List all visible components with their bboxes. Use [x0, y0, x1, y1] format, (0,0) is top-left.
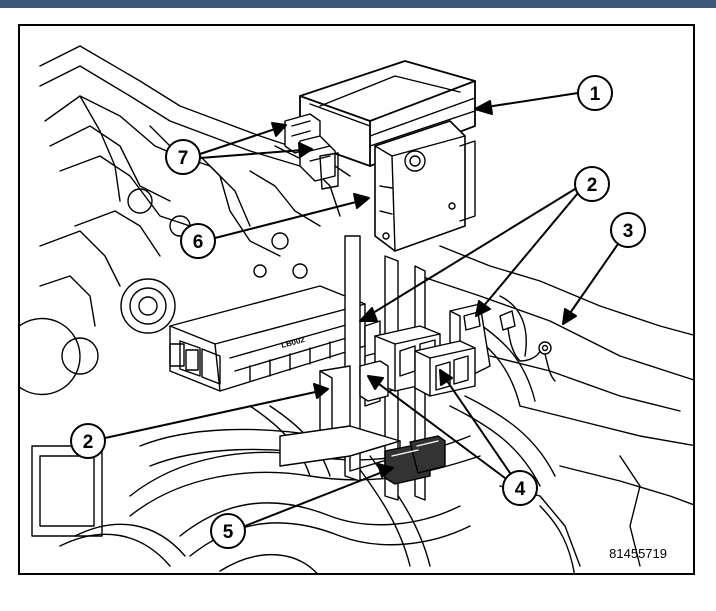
header-bar — [0, 0, 716, 8]
svg-text:3: 3 — [623, 221, 634, 242]
ground-connector — [499, 310, 556, 382]
diagram-frame: LB002 — [18, 24, 695, 575]
fuse-pair — [384, 435, 446, 485]
leader-lines — [104, 92, 619, 527]
svg-text:7: 7 — [178, 148, 189, 169]
callout-2-bottom: 2 — [70, 423, 106, 459]
svg-text:1: 1 — [590, 84, 601, 105]
svg-text:5: 5 — [223, 522, 234, 543]
svg-text:4: 4 — [515, 479, 526, 500]
callouts: 1 7 6 2 3 2 4 — [70, 75, 646, 549]
module-bracket-plate — [374, 120, 476, 252]
wiring-diagram: LB002 — [20, 45, 693, 573]
svg-text:2: 2 — [83, 432, 94, 453]
callout-1: 1 — [577, 75, 613, 111]
callout-5: 5 — [210, 513, 246, 549]
callout-4: 4 — [502, 470, 538, 506]
callout-2-top: 2 — [574, 166, 610, 202]
svg-text:6: 6 — [193, 232, 204, 253]
junction-block: LB002 — [169, 285, 366, 392]
callout-3: 3 — [610, 212, 646, 248]
figure-id: 81455719 — [609, 546, 667, 561]
callout-7: 7 — [165, 139, 201, 175]
relay-connectors — [359, 325, 476, 402]
svg-text:2: 2 — [587, 175, 598, 196]
callout-6: 6 — [180, 223, 216, 259]
